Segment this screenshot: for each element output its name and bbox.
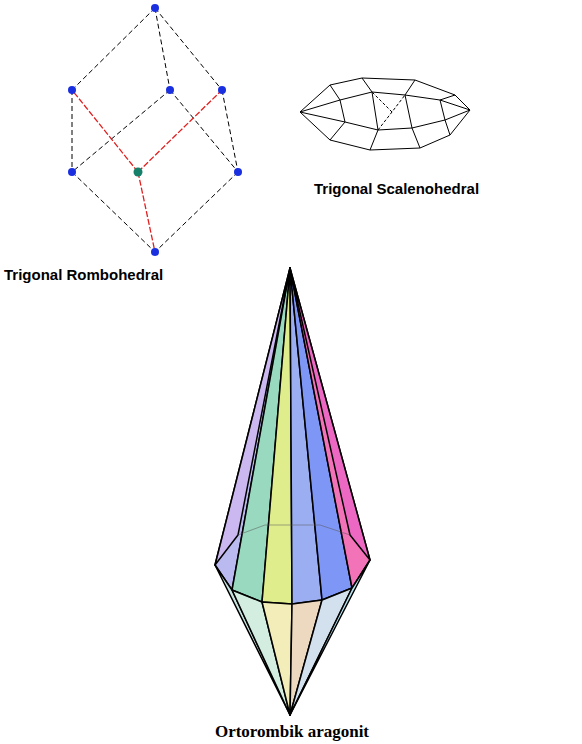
scalenohedron-drawing — [300, 78, 470, 150]
crystal-caption: Ortorombik aragonit — [215, 722, 369, 742]
rhombohedron-drawing — [72, 8, 238, 252]
rhombohedron-hidden-edges — [72, 90, 222, 252]
crystal-caption: Trigonal Rombohedral — [4, 266, 163, 283]
lattice-points — [68, 4, 242, 256]
aragonite-bipyramid — [215, 268, 370, 715]
crystal-caption: Trigonal Scalenohedral — [314, 180, 479, 197]
